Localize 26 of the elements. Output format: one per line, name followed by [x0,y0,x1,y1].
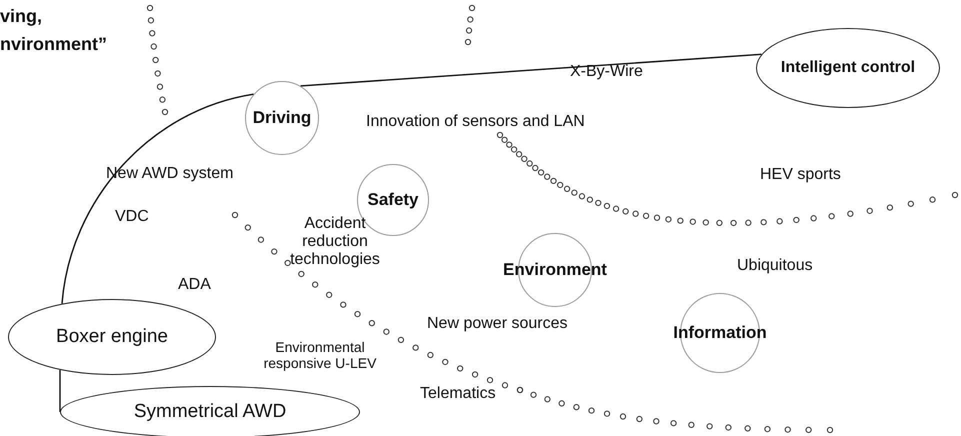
technology-label: Environmental responsive U-LEV [262,340,378,372]
technology-label: ADA [178,276,211,294]
connector-line [61,94,254,304]
connector-line [300,54,762,87]
node-label: Symmetrical AWD [134,401,286,423]
technology-ellipse [60,386,360,436]
technology-label: ving, [0,6,42,26]
node-label: Information [673,323,767,343]
node-label: Intelligent control [780,59,916,77]
technology-ellipse [8,299,216,375]
technology-label: Accident reduction technologies [289,215,381,269]
theme-circle [245,81,319,155]
technology-label: Ubiquitous [737,257,813,275]
connector-line [59,370,61,412]
technology-label: X-By-Wire [570,63,643,81]
technology-label: nvironment” [0,34,108,54]
technology-label: VDC [115,208,149,226]
node-label: Environment [503,260,607,280]
node-label: Safety [367,190,419,210]
node-label: Driving [252,108,312,128]
technology-label: Telematics [420,385,496,403]
technology-label: New power sources [427,315,568,333]
technology-label: Innovation of sensors and LAN [366,113,585,131]
technology-label: HEV sports [760,166,841,184]
node-label: Boxer engine [56,326,168,348]
goal-ellipse [756,28,940,108]
